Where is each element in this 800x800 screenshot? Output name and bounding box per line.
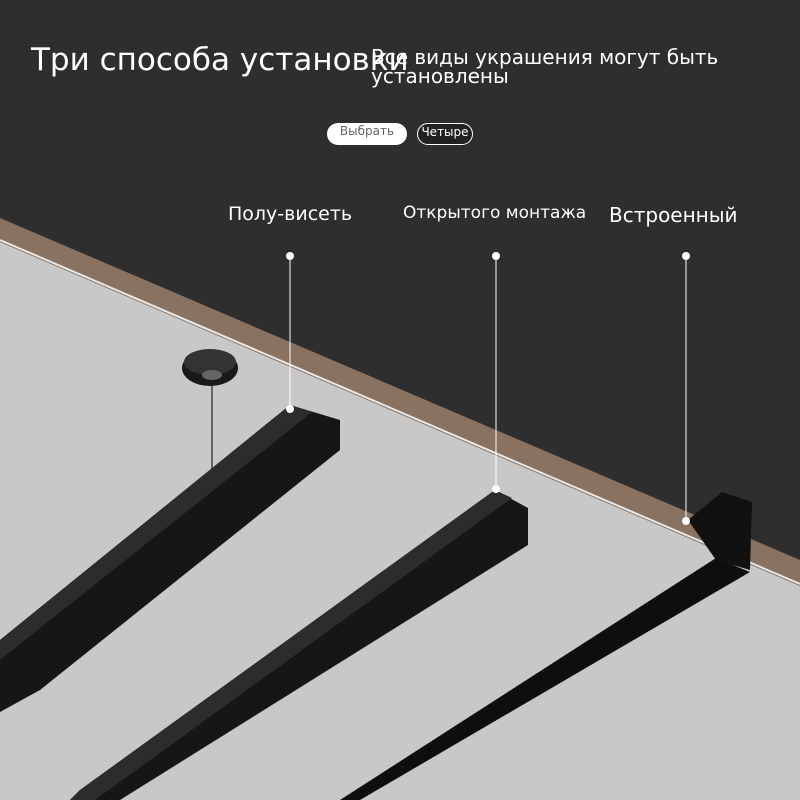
label-semi-suspended: Полу-висеть [228,203,353,225]
page-subtitle: Все виды украшения могут быть установлен… [371,45,719,88]
pendant-canopy-hole [202,370,222,380]
leader-dot-3b [682,517,690,525]
select-button[interactable]: Выбрать [327,123,407,145]
label-surface-mounted: Открытого монтажа [403,203,587,223]
four-button[interactable]: Четыре [417,123,473,145]
ceiling-edge-light [0,239,800,585]
rail-recessed-end [688,492,752,570]
leader-dot-1a [286,252,294,260]
rail-semi-suspended-top [0,405,312,660]
page-title: Три способа установки [31,42,409,78]
ceiling-edge [0,218,800,586]
leader-dot-3a [682,252,690,260]
pendant-canopy-top [184,349,236,375]
leader-dot-2b [492,485,500,493]
rail-recessed [340,558,750,800]
label-recessed: Встроенный [609,203,738,227]
rail-semi-suspended [0,405,340,712]
rail-surface-top [70,490,512,800]
leader-dot-1b [286,405,294,413]
leader-dot-2a [492,252,500,260]
